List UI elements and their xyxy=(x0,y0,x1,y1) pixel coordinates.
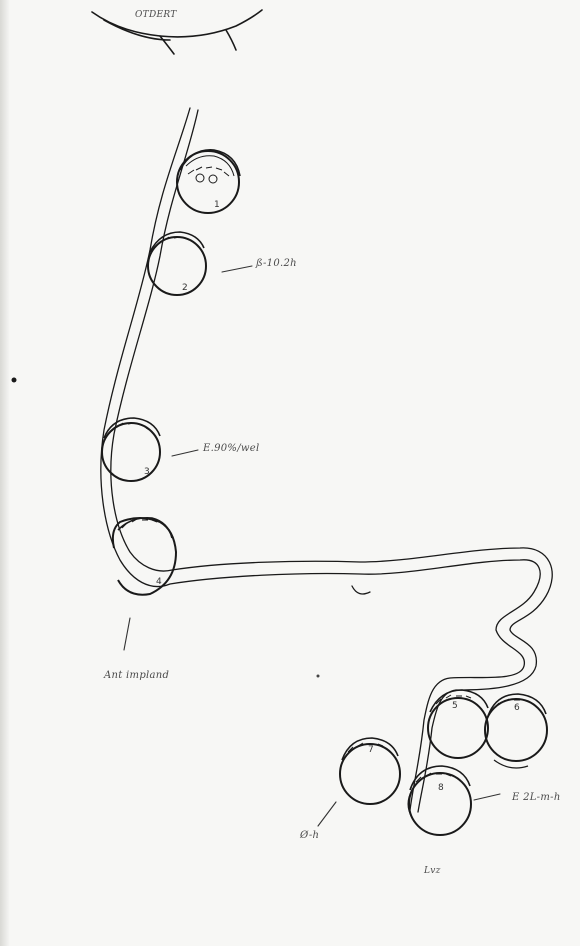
embryo-2 xyxy=(148,232,206,295)
label-stage-6: E 2L-m-h xyxy=(512,792,561,803)
stage-number-2: 2 xyxy=(182,283,188,293)
leader-lines xyxy=(124,266,500,826)
embryo-5 xyxy=(428,690,488,758)
stage-numbers: 1 2 3 4 5 6 7 8 xyxy=(144,200,520,793)
stage-number-1: 1 xyxy=(214,200,220,210)
stray-dot xyxy=(317,675,320,678)
embryo-1 xyxy=(177,150,240,213)
ovary-label: OTDERT xyxy=(135,10,177,20)
stage-number-8: 8 xyxy=(438,783,444,793)
stray-dot xyxy=(12,378,17,383)
embryo-3 xyxy=(102,418,160,481)
stage-number-3: 3 xyxy=(144,467,150,477)
ovary-outline xyxy=(92,10,262,54)
oviduct-tube xyxy=(101,108,552,812)
stage-number-5: 5 xyxy=(452,701,458,711)
embryo-8 xyxy=(408,766,471,835)
stage-number-7: 7 xyxy=(368,745,374,755)
bottom-label: Lvz xyxy=(424,866,441,876)
label-stage-2: ß-10.2h xyxy=(256,258,297,269)
stage-number-6: 6 xyxy=(514,703,520,713)
stage-number-4: 4 xyxy=(156,577,162,587)
label-stage-3: E.90%/wel xyxy=(203,443,259,454)
label-stage-7: Ø-h xyxy=(300,830,319,841)
label-stage-4: Ant impland xyxy=(104,670,169,681)
